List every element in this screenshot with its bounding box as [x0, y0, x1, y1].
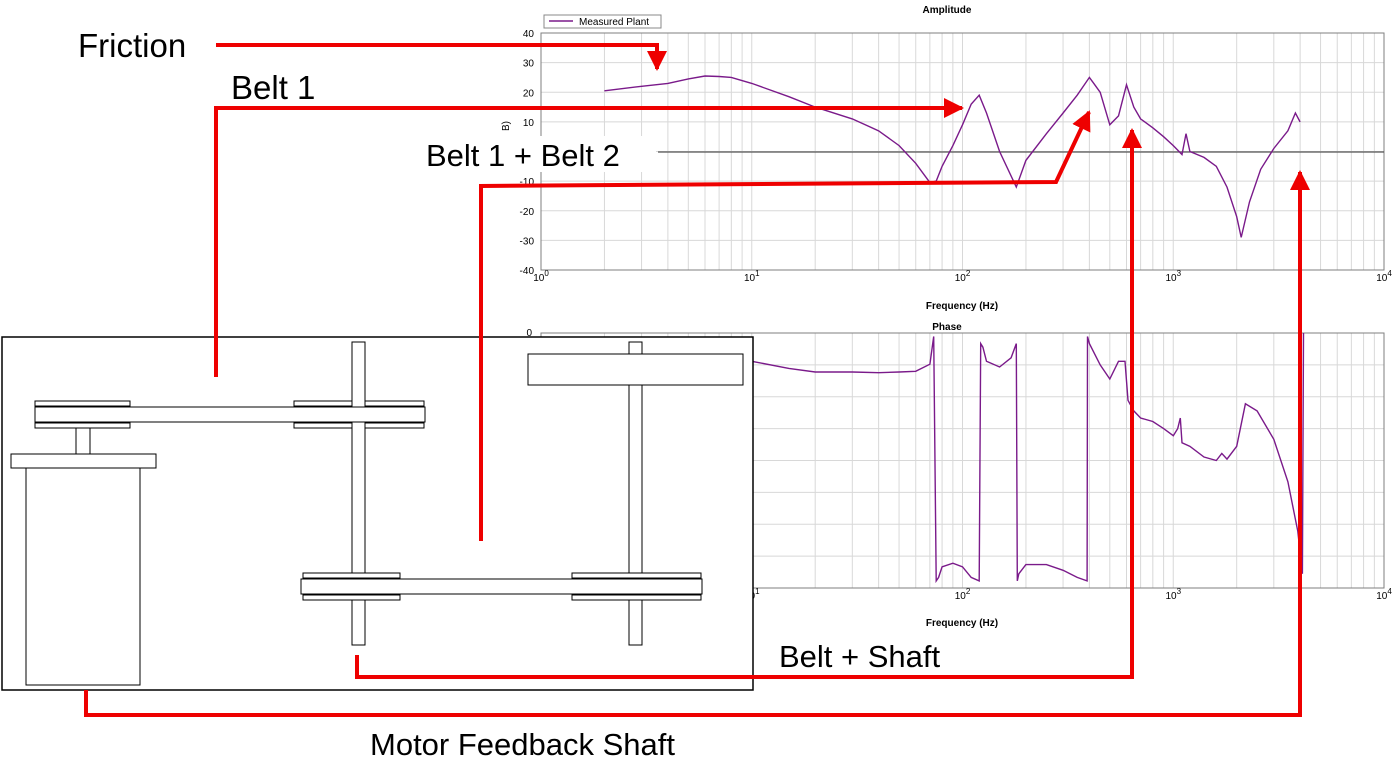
motor-feedback-shaft-label: Motor Feedback Shaft: [370, 727, 675, 762]
motor-flange: [10, 453, 157, 469]
x-tick-exponent: 2: [966, 587, 971, 596]
annotation-arrows: [84, 43, 1310, 717]
x-tick-exponent: 1: [755, 269, 760, 278]
pulley-lower-right-top-flange: [571, 572, 702, 579]
x-tick-exponent: 4: [1387, 587, 1392, 596]
x-tick-label: 104: [1376, 269, 1392, 284]
x-tick-exponent: 1: [755, 587, 760, 596]
y-tick-label: -40: [520, 266, 535, 277]
belt1-belt2-label-backdrop: [420, 136, 656, 172]
belt-2: [300, 578, 703, 595]
friction-arrow: [216, 43, 667, 71]
y-tick-label: 10: [523, 118, 535, 129]
motor-body: [25, 467, 141, 686]
belt1-label: Belt 1: [231, 69, 315, 106]
belt-1: [34, 406, 426, 423]
mechanism-diagram: [1, 336, 754, 691]
x-tick-label: 100: [533, 269, 549, 284]
friction-label: Friction: [78, 27, 186, 64]
x-tick-label: 103: [1165, 587, 1181, 602]
belt1-belt2-label: Belt 1 + Belt 2: [426, 138, 620, 173]
x-tick-label: 101: [744, 269, 760, 284]
motor-feedback-shaft-arrow: [84, 170, 1310, 717]
legend-entry-measured-plant: Measured Plant: [579, 17, 649, 28]
pulley-upper-left-top-flange: [34, 400, 131, 407]
pulley-lower-right-bottom-flange: [571, 594, 702, 601]
x-tick-label: 102: [955, 587, 971, 602]
y-tick-label: 20: [523, 88, 535, 99]
pulley-lower-left-top-flange: [302, 572, 401, 579]
x-tick-label: 104: [1376, 587, 1392, 602]
belt-shaft-arrow: [355, 128, 1142, 679]
belt1-arrow: [214, 98, 964, 377]
legend-box: [543, 14, 662, 29]
x-tick-exponent: 4: [1387, 269, 1392, 278]
load-inertia: [527, 353, 744, 386]
y-tick-label: 0: [526, 328, 532, 339]
x-tick-label: 102: [955, 269, 971, 284]
amplitude-legend: Measured Plant: [543, 14, 662, 29]
phase-x-axis-label: Frequency (Hz): [926, 618, 998, 629]
y-tick-label: -30: [520, 236, 535, 247]
x-tick-exponent: 0: [544, 269, 549, 278]
x-tick-exponent: 3: [1177, 269, 1182, 278]
x-tick-exponent: 3: [1177, 587, 1182, 596]
phase-title: Phase: [932, 322, 962, 333]
amplitude-series-line: [604, 75, 1301, 238]
motor-shaft: [75, 427, 91, 455]
amplitude-y-ticks: 40 30 20 10 -10 -20 -30 -40: [520, 29, 535, 277]
belt-shaft-label: Belt + Shaft: [779, 639, 941, 674]
phase-series-line: [751, 332, 1305, 584]
x-tick-exponent: 2: [966, 269, 971, 278]
y-tick-label: -10: [520, 177, 535, 188]
belt1-belt2-arrow: [479, 110, 1091, 541]
amplitude-y-axis-label: B): [501, 121, 512, 131]
y-tick-label: 30: [523, 59, 535, 70]
amplitude-title: Amplitude: [923, 5, 972, 16]
amplitude-x-axis-label: Frequency (Hz): [926, 301, 998, 312]
pulley-lower-left-bottom-flange: [302, 594, 401, 601]
x-tick-label: 103: [1165, 269, 1181, 284]
load-shaft: [628, 341, 643, 646]
y-tick-label: -20: [520, 207, 535, 218]
pulley-upper-left-bottom-flange: [34, 422, 131, 429]
phase-y-ticks: 0: [526, 328, 532, 339]
y-tick-label: 40: [523, 29, 535, 40]
